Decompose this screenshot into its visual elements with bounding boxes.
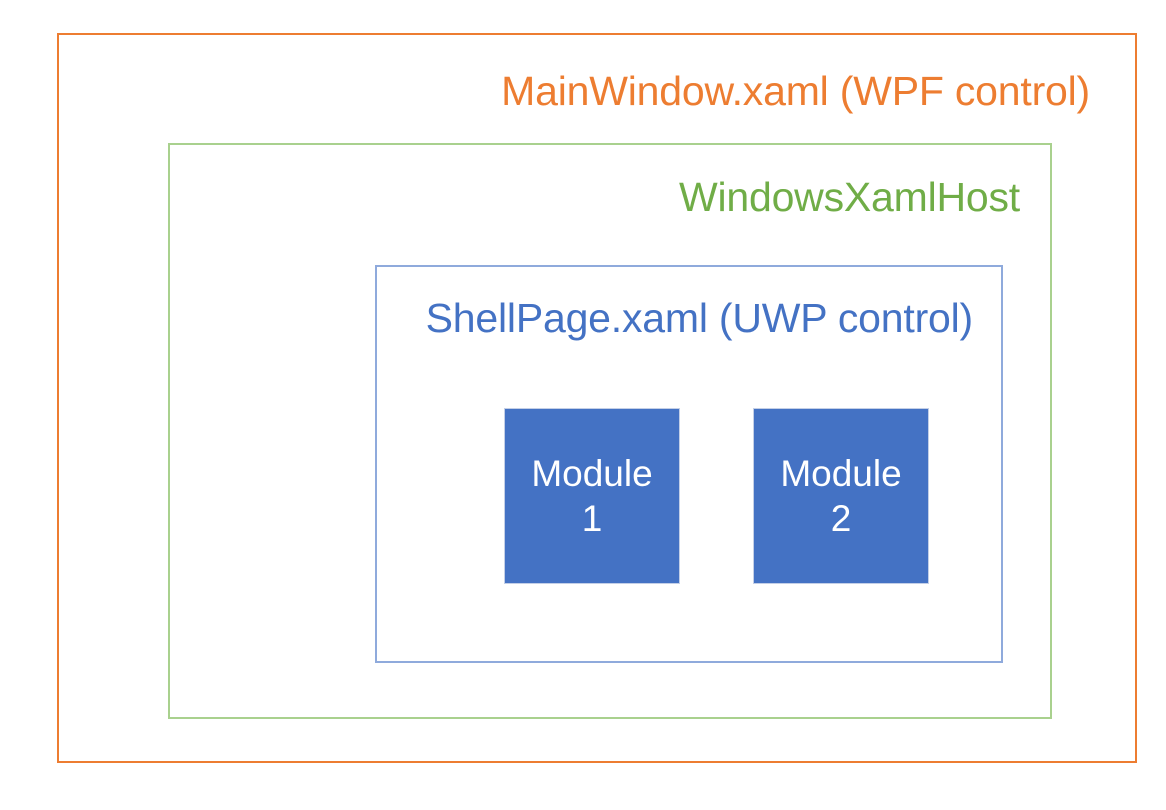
wpf-main-window-container: MainWindow.xaml (WPF control) WindowsXam… xyxy=(57,33,1137,763)
shell-page-container: ShellPage.xaml (UWP control) Module 1 Mo… xyxy=(375,265,1003,663)
modules-row: Module 1 Module 2 xyxy=(504,408,930,586)
wpf-main-window-label: MainWindow.xaml (WPF control) xyxy=(501,68,1090,114)
module-tile-2: Module 2 xyxy=(753,408,929,584)
module-tile-2-number: 2 xyxy=(830,498,852,539)
module-tile-1-number: 1 xyxy=(581,498,603,539)
windows-xaml-host-container: WindowsXamlHost ShellPage.xaml (UWP cont… xyxy=(168,143,1052,719)
windows-xaml-host-label: WindowsXamlHost xyxy=(678,174,1020,220)
shell-page-label: ShellPage.xaml (UWP control) xyxy=(425,295,974,341)
module-tile-1-word: Module xyxy=(531,452,653,494)
module-tile-1: Module 1 xyxy=(504,408,680,584)
module-tile-2-word: Module xyxy=(780,452,902,494)
